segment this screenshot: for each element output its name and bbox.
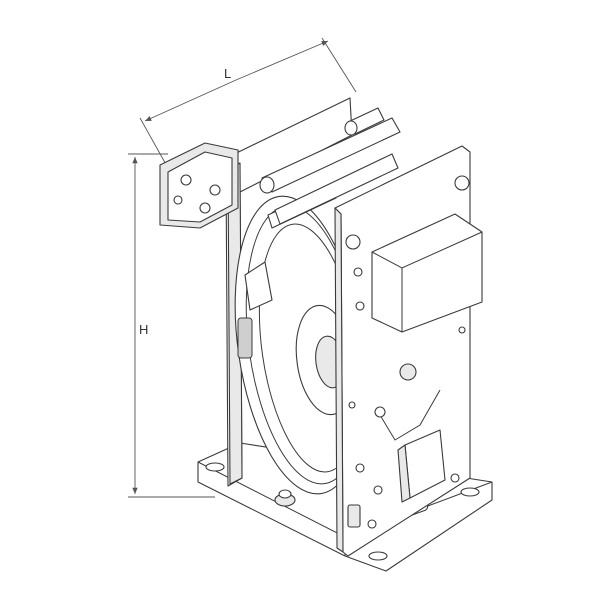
rods (259, 107, 401, 229)
dimension-label-h: H (139, 322, 148, 337)
left-bracket (159, 142, 239, 229)
overspeed-switch (347, 389, 460, 529)
dimension-l: L (139, 37, 357, 169)
dimension-h: H (128, 153, 215, 498)
dimension-label-l: L (224, 66, 231, 81)
switch-box (371, 213, 483, 333)
